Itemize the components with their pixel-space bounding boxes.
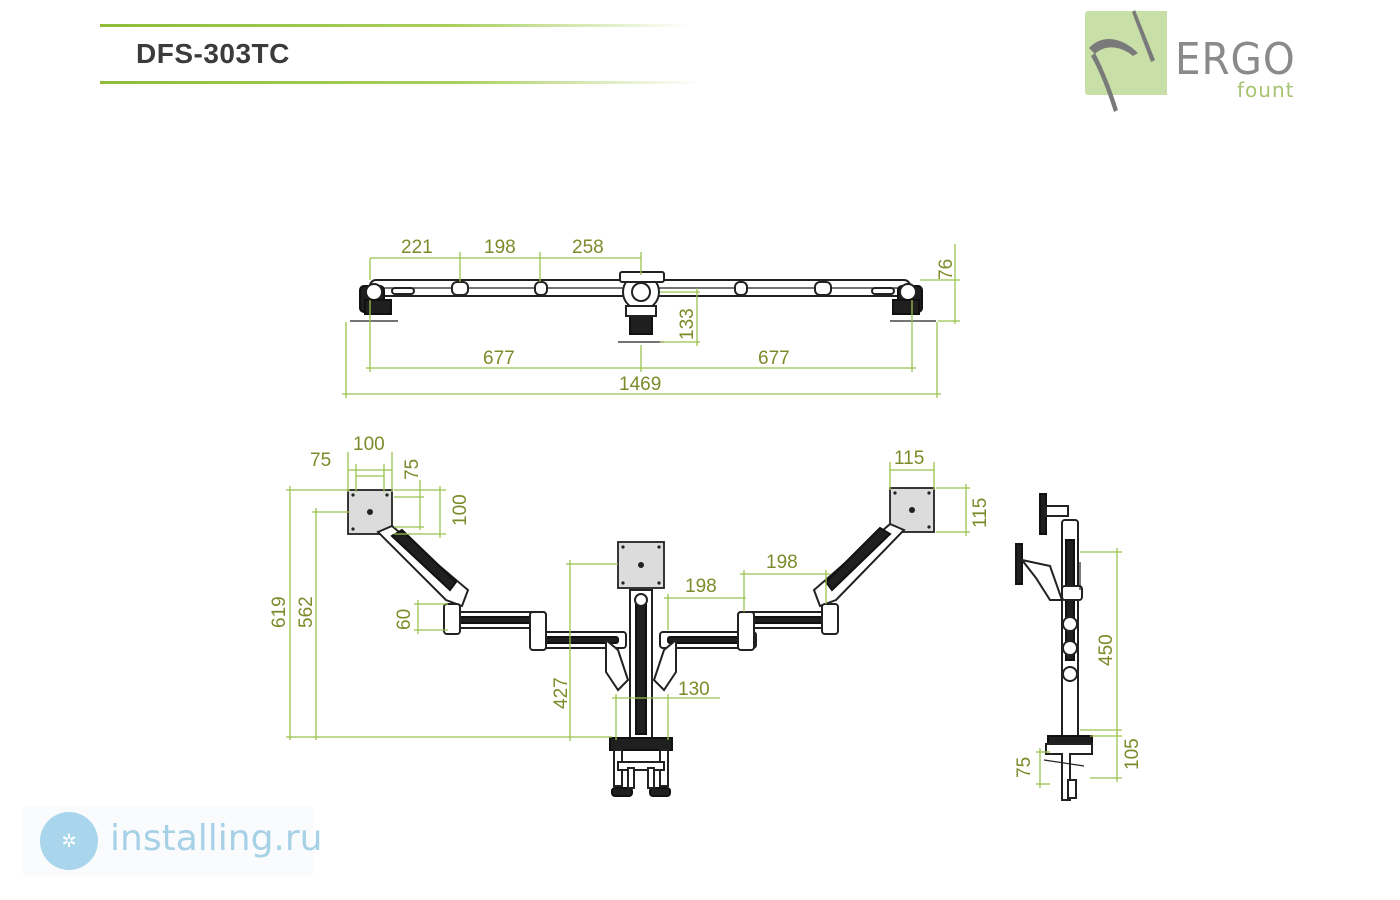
left-vesa-plate <box>347 489 393 535</box>
top-dim-258: 258 <box>572 237 604 258</box>
front-dim-562: 562 <box>296 596 317 628</box>
top-left-mount <box>350 283 415 322</box>
header-rule-top <box>100 24 690 27</box>
front-dim-100-side: 100 <box>450 494 471 526</box>
top-view: 221 198 258 76 133 677 677 1469 <box>342 237 960 398</box>
top-dim-133: 133 <box>677 308 698 340</box>
front-dim-75-top: 75 <box>310 450 331 471</box>
globe-icon: ✲ <box>40 812 98 870</box>
side-dim-75: 75 <box>1014 757 1035 778</box>
front-view: 100 75 75 100 115 115 619 562 60 198 198… <box>269 434 991 797</box>
watermark-text: installing.ru <box>110 818 323 859</box>
brand-logo: ERGO fount <box>1083 8 1298 118</box>
logo-square <box>1085 11 1169 95</box>
logo-wordmark: ERGO <box>1175 34 1296 85</box>
top-center-hub <box>618 271 665 343</box>
front-dim-198-right: 198 <box>766 552 798 573</box>
front-dim-115-top: 115 <box>894 448 924 469</box>
front-dim-75-side: 75 <box>402 459 423 480</box>
top-dim-677-left: 677 <box>483 348 515 369</box>
top-dim-221: 221 <box>401 237 433 258</box>
top-dim-198: 198 <box>484 237 516 258</box>
header-rule-bottom <box>100 81 700 84</box>
top-right-mount <box>871 283 936 322</box>
front-dim-60: 60 <box>394 609 415 630</box>
top-dim-1469: 1469 <box>619 374 661 395</box>
front-dim-130: 130 <box>678 679 710 700</box>
front-dim-198-mid: 198 <box>685 576 717 597</box>
model-title: DFS-303TC <box>136 38 290 69</box>
watermark: ✲ installing.ru <box>22 806 322 876</box>
side-dim-450: 450 <box>1096 634 1117 666</box>
logo-subtitle: fount <box>1237 78 1295 102</box>
logo-arm-icon <box>1089 10 1169 112</box>
side-dim-105: 105 <box>1122 738 1143 770</box>
side-view: 450 105 75 <box>1014 493 1143 801</box>
front-dim-619: 619 <box>269 596 290 628</box>
front-dim-115-side: 115 <box>970 498 991 528</box>
top-dim-76: 76 <box>936 259 957 280</box>
top-dim-677-right: 677 <box>758 348 790 369</box>
front-dim-427: 427 <box>551 677 572 709</box>
front-dim-100-top: 100 <box>353 434 385 455</box>
